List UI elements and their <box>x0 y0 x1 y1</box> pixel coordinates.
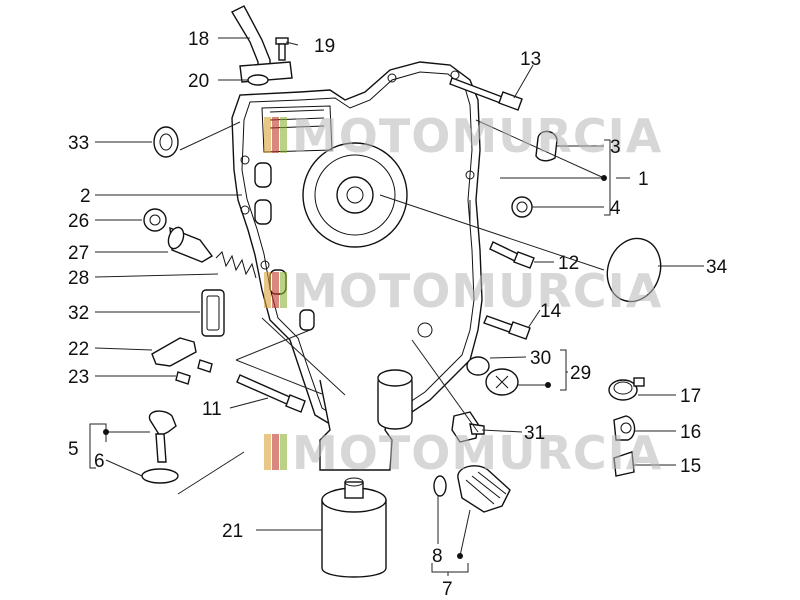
strainer-7 <box>457 465 511 513</box>
crankcase-cover <box>231 61 483 471</box>
svg-text:MOTOMURCIA: MOTOMURCIA <box>292 109 662 163</box>
bracket-5-6 <box>89 423 96 469</box>
callout-4: 4 <box>610 198 621 219</box>
clip-15 <box>613 451 635 477</box>
callout-34: 34 <box>706 257 728 278</box>
callout-12: 12 <box>558 253 579 274</box>
callout-20: 20 <box>188 71 209 92</box>
callout-8: 8 <box>432 546 443 567</box>
o-ring-6 <box>141 468 179 484</box>
svg-text:MOTOMURCIA: MOTOMURCIA <box>292 426 662 480</box>
seal-26 <box>143 208 167 232</box>
callout-23: 23 <box>68 367 89 388</box>
callout-28: 28 <box>68 268 89 289</box>
bracket-22 <box>151 337 197 367</box>
callout-labels: 18 19 20 13 33 3 1 2 4 26 27 12 34 28 14… <box>68 29 728 600</box>
leader-dots <box>103 175 607 559</box>
bolt-12 <box>489 241 535 269</box>
seal-33 <box>153 126 179 158</box>
callout-1: 1 <box>638 169 649 190</box>
bolt-13 <box>449 77 523 111</box>
o-ring-20 <box>247 74 269 86</box>
screws-23 <box>175 359 213 385</box>
o-ring-34 <box>606 237 662 303</box>
leader-lines <box>94 37 704 576</box>
pad-32 <box>201 289 225 337</box>
screw-19 <box>275 37 289 61</box>
callout-2: 2 <box>80 186 91 207</box>
o-ring-8 <box>433 475 447 497</box>
hose-clamp-17 <box>608 377 645 401</box>
seal-4 <box>511 196 533 218</box>
callout-27: 27 <box>68 243 89 264</box>
callout-29: 29 <box>570 363 591 384</box>
watermark-logo-top: MOTOMURCIA <box>264 109 662 163</box>
dipstick-5 <box>148 410 177 463</box>
callout-3: 3 <box>610 137 621 158</box>
callout-21: 21 <box>222 521 243 542</box>
callout-7: 7 <box>442 579 453 600</box>
callout-17: 17 <box>680 386 701 407</box>
callout-15: 15 <box>680 456 701 477</box>
spring-28 <box>215 251 257 279</box>
callout-11: 11 <box>202 399 222 420</box>
callout-6: 6 <box>94 451 105 472</box>
o-ring-30 <box>466 356 490 376</box>
callout-13: 13 <box>520 49 541 70</box>
clip-16 <box>613 415 636 441</box>
callout-16: 16 <box>680 422 701 443</box>
piston-27 <box>167 226 214 263</box>
callout-33: 33 <box>68 133 89 154</box>
oil-filter-21 <box>321 477 387 578</box>
callout-5: 5 <box>68 439 79 460</box>
callout-14: 14 <box>540 301 562 322</box>
bolt-14 <box>483 315 531 340</box>
callout-26: 26 <box>68 211 89 232</box>
callout-22: 22 <box>68 339 89 360</box>
callout-31: 31 <box>524 423 545 444</box>
callout-30: 30 <box>530 348 551 369</box>
watermark-logo-middle: MOTOMURCIA <box>264 264 662 318</box>
callout-19: 19 <box>314 36 335 57</box>
bolt-11 <box>236 374 306 413</box>
callout-18: 18 <box>188 29 209 50</box>
cap-3 <box>535 130 558 162</box>
plug-29 <box>485 368 519 396</box>
callout-32: 32 <box>68 303 89 324</box>
watermark-logo-bottom: MOTOMURCIA <box>264 426 662 480</box>
svg-text:MOTOMURCIA: MOTOMURCIA <box>292 264 662 318</box>
